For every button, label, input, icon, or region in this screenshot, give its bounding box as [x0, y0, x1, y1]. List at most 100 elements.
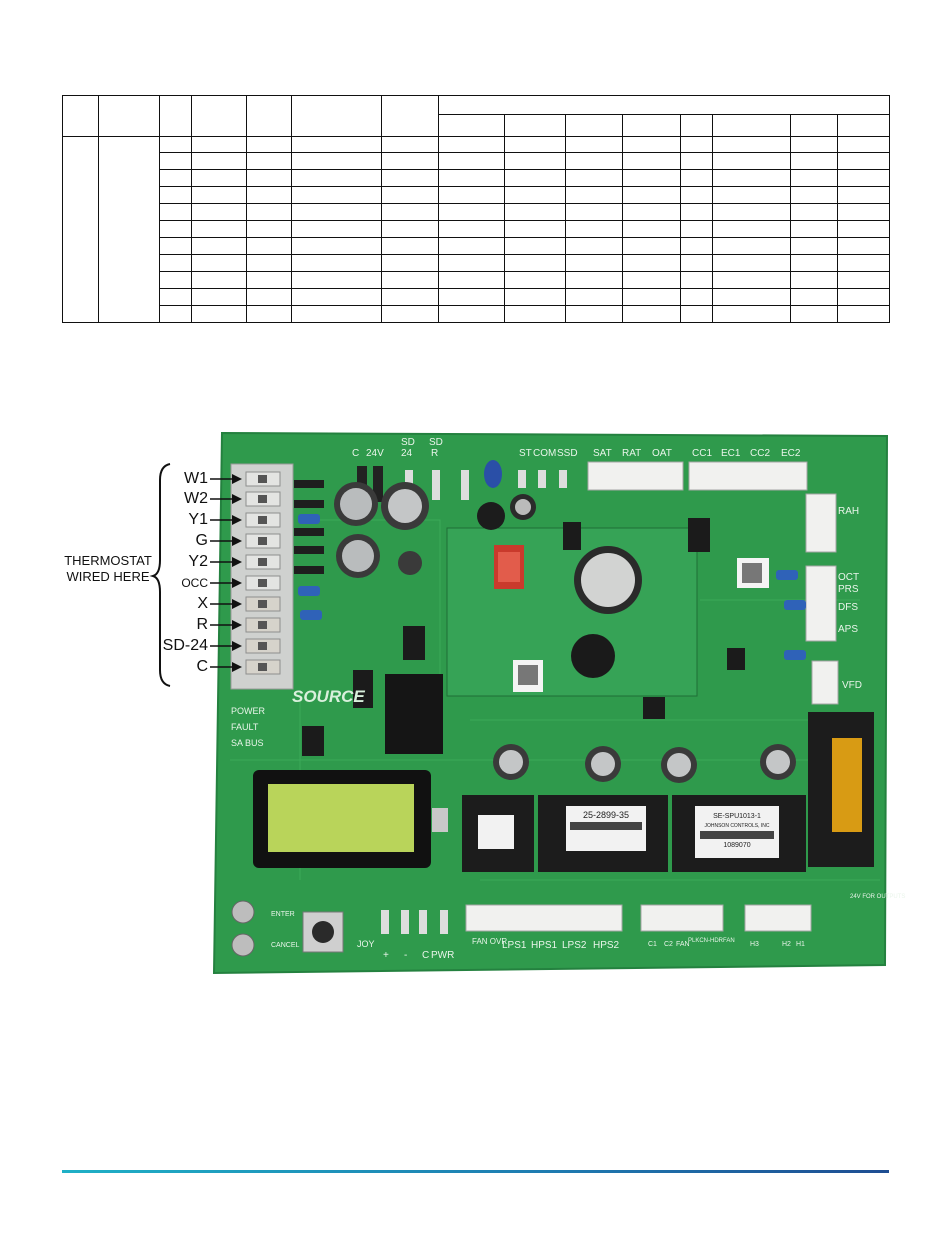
enter-button	[231, 900, 255, 924]
table-row	[62, 136, 890, 323]
cancel-button	[231, 933, 255, 957]
silkscreen-label: VFD	[842, 680, 862, 691]
table-row	[63, 203, 890, 221]
terminal-label: OCC	[181, 576, 208, 590]
silkscreen-label: CC2	[750, 448, 770, 459]
connector-c1-c2	[640, 904, 724, 932]
silkscreen-label: 24V FOR OUTPUTS	[850, 894, 905, 900]
connector-vfd	[811, 660, 839, 705]
silkscreen-label: PWR	[431, 950, 454, 961]
silkscreen-label: PLKCN-HDRFAN	[688, 938, 735, 944]
arrow-head	[232, 515, 242, 525]
thermostat-label: THERMOSTAT WIRED HERE	[64, 553, 152, 584]
silkscreen-label: FAN OVR	[472, 937, 507, 946]
silkscreen-label: C	[352, 448, 359, 459]
capacitors	[334, 482, 796, 783]
arrow-head	[232, 620, 242, 630]
silkscreen-label: SA BUS	[231, 738, 264, 748]
silkscreen-label: JOY	[357, 939, 375, 949]
silkscreen-label: LPS1	[502, 940, 527, 951]
spec-table	[62, 95, 890, 323]
silkscreen-label: HPS2	[593, 940, 620, 951]
silkscreen-label: APS	[838, 624, 858, 635]
table-row	[63, 305, 890, 323]
relay-label-2-line1: SE-SPU1013-1	[713, 813, 761, 820]
connector-fan-hps	[465, 904, 623, 932]
relay-label-2-line2: JOHNSON CONTROLS, INC	[704, 823, 769, 829]
silkscreen-label: LPS2	[562, 940, 587, 951]
silkscreen-label: FAULT	[231, 722, 259, 732]
silkscreen-label: OAT	[652, 448, 672, 459]
terminal-label: G	[195, 532, 208, 549]
terminal-label: SD-24	[162, 637, 208, 654]
silkscreen-label: COM	[533, 448, 556, 459]
connector-sat-oat	[587, 461, 684, 491]
table-header-cell	[62, 95, 99, 137]
arrow-head	[232, 599, 242, 609]
silkscreen-label: C2	[664, 941, 673, 948]
table-header-cell	[159, 95, 192, 137]
connector-dfs-aps	[805, 565, 837, 642]
silkscreen-label: ENTER	[271, 911, 295, 918]
silkscreen-label: C	[422, 950, 429, 961]
connector-h	[744, 904, 812, 932]
arrow-head	[232, 662, 242, 672]
relay-label-2-line3: 1089070	[723, 842, 750, 849]
terminal-label: C	[196, 658, 208, 675]
arrow-head	[232, 474, 242, 484]
table-body	[62, 136, 890, 323]
silkscreen-label: CC1	[692, 448, 712, 459]
connector-rah	[805, 493, 837, 553]
daughter-board	[446, 527, 698, 697]
arrow-head	[232, 578, 242, 588]
arrow-head	[232, 494, 242, 504]
terminal-label: X	[197, 595, 208, 612]
arrow-head	[232, 557, 242, 567]
silkscreen-label: 24	[401, 448, 413, 459]
source-logo: SOURCE	[292, 687, 365, 706]
silkscreen-label: C1	[648, 941, 657, 948]
silkscreen-label: -	[404, 950, 407, 961]
table-row	[63, 288, 890, 306]
silkscreen-label: CANCEL	[271, 942, 300, 949]
silkscreen-label: SD	[401, 437, 415, 448]
footer-rule	[62, 1170, 889, 1173]
silkscreen-label: 24V	[366, 448, 384, 459]
terminal-label: Y2	[188, 553, 208, 570]
silkscreen-label: RAH	[838, 506, 859, 517]
table-row	[63, 152, 890, 170]
table-cell	[837, 305, 890, 323]
silkscreen-label: H1	[796, 941, 805, 948]
table-cell-merged	[98, 136, 160, 323]
silkscreen-label: RAT	[622, 448, 641, 459]
silkscreen-label: ST	[519, 448, 532, 459]
silkscreen-label: EC2	[781, 448, 801, 459]
terminal-label: W2	[184, 490, 208, 507]
silkscreen-label: SD	[429, 437, 443, 448]
arrow-head	[232, 536, 242, 546]
terminal-label: R	[196, 616, 208, 633]
relay-label-1-text: 25-2899-35	[583, 810, 629, 820]
silkscreen-label: H2	[782, 941, 791, 948]
silkscreen-label: DFS	[838, 602, 858, 613]
terminal-label: W1	[184, 470, 208, 487]
rj-jack	[385, 674, 443, 754]
silkscreen-label: SSD	[557, 448, 578, 459]
silkscreen-label: OCT	[838, 572, 859, 583]
curly-brace	[149, 463, 171, 687]
table-row	[63, 237, 890, 255]
silkscreen-label: EC1	[721, 448, 741, 459]
silkscreen-label: +	[383, 950, 389, 961]
table-cell-merged	[62, 136, 99, 323]
terminal-label: Y1	[188, 511, 208, 528]
table-header-cell	[381, 95, 439, 137]
silkscreen-label: SAT	[593, 448, 612, 459]
silkscreen-label: FAN	[676, 941, 690, 948]
table-header-cell	[291, 95, 382, 137]
silkscreen-label: PRS	[838, 584, 859, 595]
arrow-head	[232, 641, 242, 651]
silkscreen-label: R	[431, 448, 438, 459]
connector-cc-ec	[688, 461, 808, 491]
silkscreen-label: HPS1	[531, 940, 558, 951]
